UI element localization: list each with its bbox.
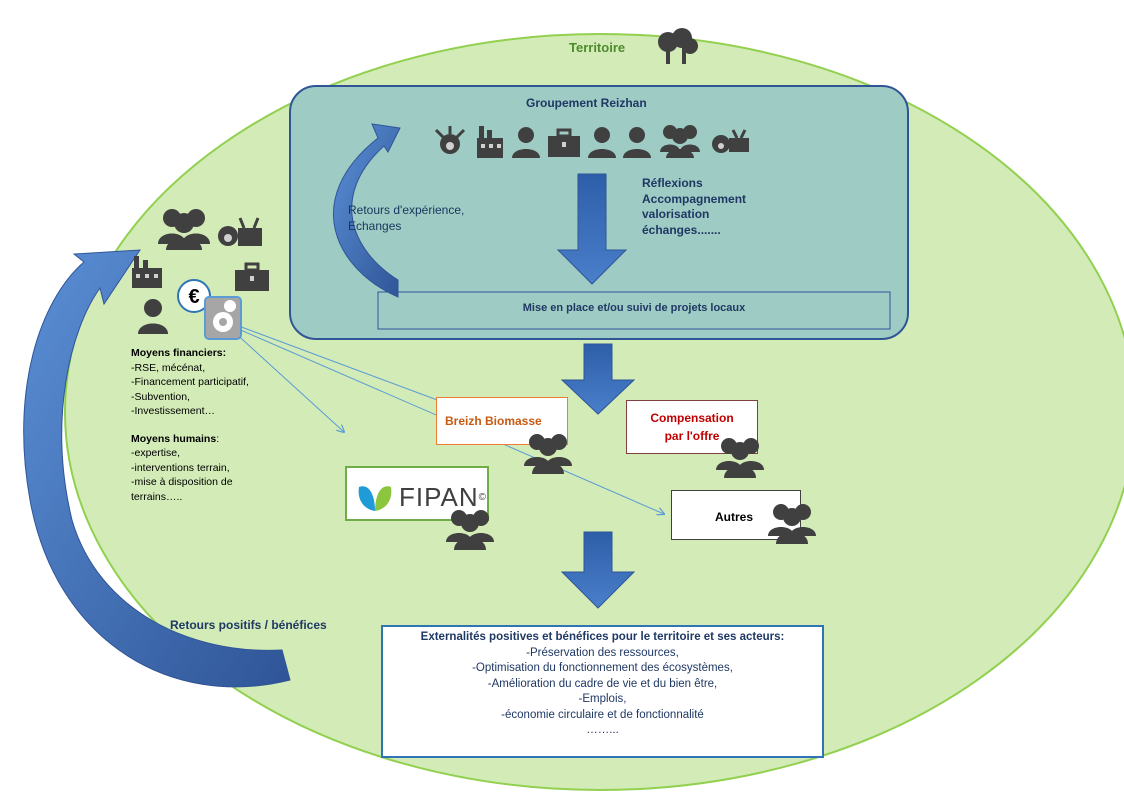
financial-item: -RSE, mécénat, (131, 361, 206, 374)
person-icon (588, 127, 616, 158)
left-farmer-icon (214, 212, 264, 257)
down-arrow-reflexions (556, 173, 628, 285)
externality-item: -Emplois, (578, 693, 627, 705)
machine-icon (204, 296, 242, 345)
group-icon (660, 125, 700, 158)
fipan-group-icon (444, 506, 496, 555)
connector-line-breizh (235, 324, 448, 404)
person-icon (623, 127, 651, 158)
financial-item: -Investissement… (131, 405, 216, 417)
left-resources-block: Moyens financiers: -RSE, mécénat, -Finan… (131, 346, 306, 504)
left-person-icon (138, 298, 168, 339)
autres-group-icon (766, 500, 818, 549)
externality-item: -Amélioration du cadre de vie et du bien… (487, 677, 718, 690)
projects-box (377, 291, 891, 330)
financial-item: -Subvention, (131, 390, 190, 403)
fipan-logo-icon (358, 485, 392, 511)
down-arrow-externalities (560, 531, 636, 609)
feedback-curve-arrow (333, 123, 401, 298)
left-factory-icon (130, 254, 164, 293)
retours-label: Retours positifs / bénéfices (170, 618, 327, 632)
fipan-box: FIPAN © (345, 466, 489, 521)
farmer-icon (434, 126, 466, 154)
externality-item: -Préservation des ressources, (526, 646, 679, 659)
compensation-group-icon (714, 434, 766, 483)
autres-label: Autres (715, 510, 754, 524)
compensation-label: Compensation par l'offre (650, 411, 734, 443)
human-item: -mise à disposition de terrains….. (131, 476, 233, 503)
connector-line-fipan (231, 329, 344, 432)
externalities-header: Externalités positives et bénéfices pour… (420, 631, 785, 643)
breizh-label: Breizh Biomasse (445, 414, 542, 428)
breizh-group-icon (522, 430, 574, 479)
factory-icon (477, 126, 503, 158)
projects-label: Mise en place et/ou suivi de projets loc… (522, 302, 746, 314)
human-item: -interventions terrain, (131, 461, 230, 474)
fipan-mark: © (478, 492, 487, 503)
territory-title: Territoire (569, 40, 626, 55)
groupement-title: Groupement Reizhan (526, 96, 647, 110)
externality-item: ……... (586, 724, 619, 736)
feedback-label: Retours d'expérience, Echanges (348, 203, 465, 233)
left-group-icon (156, 206, 212, 255)
left-briefcase-icon (234, 262, 270, 297)
externalities-box: Externalités positives et bénéfices pour… (381, 625, 824, 758)
reflexions-label: Réflexions Accompagnement valorisation é… (642, 176, 747, 237)
groupement-actors-row (432, 122, 753, 158)
briefcase-icon (548, 128, 580, 157)
breizh-box: Breizh Biomasse (436, 397, 568, 445)
externality-item: -économie circulaire et de fonctionnalit… (501, 708, 704, 721)
svg-text:€: € (188, 286, 199, 308)
human-item: -expertise, (131, 447, 181, 459)
financial-item: -Financement participatif, (131, 376, 249, 388)
farmer-icon (712, 129, 749, 153)
human-header-suffix: : (216, 432, 220, 445)
human-header: Moyens humains (131, 432, 217, 445)
down-arrow-projects (560, 343, 636, 415)
trees-icon (654, 28, 700, 69)
fipan-label: FIPAN (399, 482, 479, 512)
retours-curve-arrow (23, 249, 291, 688)
financial-header: Moyens financiers: (131, 347, 227, 359)
externality-item: -Optimisation du fonctionnement des écos… (472, 662, 733, 674)
person-icon (512, 127, 540, 158)
